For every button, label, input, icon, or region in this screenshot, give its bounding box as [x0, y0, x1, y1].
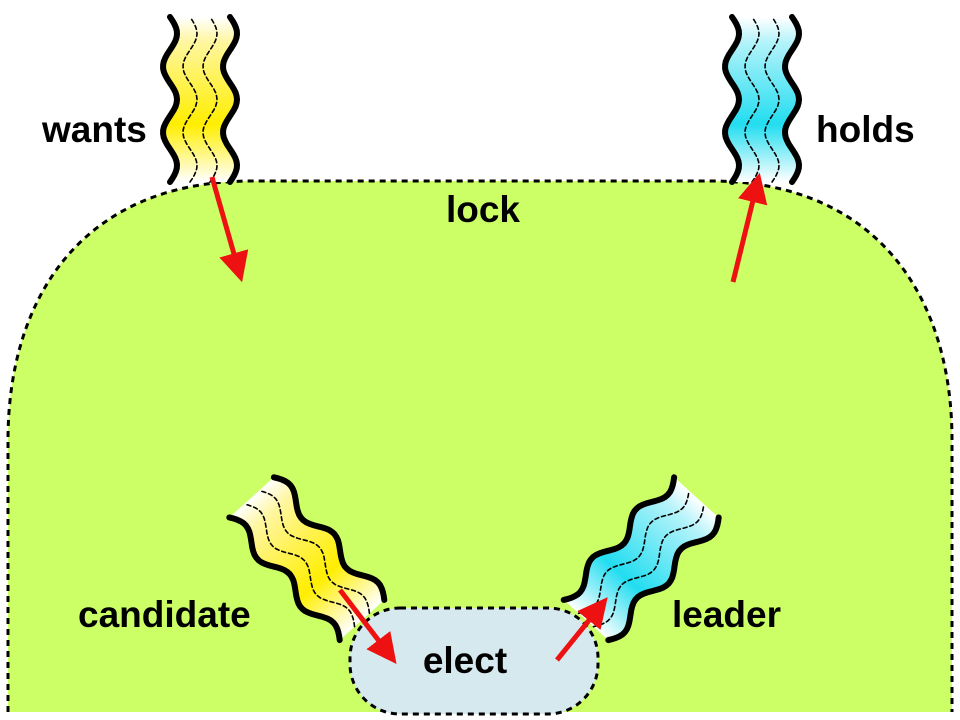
port-holds-left-wall — [722, 14, 743, 185]
port-wants-fill — [163, 17, 237, 182]
port-holds-inner-right — [764, 16, 780, 183]
candidate-label: candidate — [78, 594, 251, 635]
port-candidate-left-wall — [226, 514, 343, 644]
port-leader-inner-left — [577, 489, 690, 615]
lock-region — [6, 179, 954, 712]
port-leader-left-wall — [560, 474, 678, 603]
port-leader-inner-right — [592, 503, 705, 628]
port-candidate-right-wall — [270, 474, 388, 603]
port-wants-inner-left — [182, 16, 198, 183]
elect-region — [348, 606, 600, 716]
leader-label: leader — [672, 594, 781, 635]
port-wants-right-wall — [220, 14, 241, 185]
port-wants-left-wall — [160, 14, 181, 185]
candidate-arrow — [338, 588, 397, 664]
port-candidate-inner-left — [243, 503, 356, 628]
wants-label: wants — [41, 109, 147, 150]
port-candidate-inner-right — [258, 489, 371, 615]
lock-label: lock — [446, 189, 520, 230]
wants-port — [160, 14, 241, 185]
port-holds-right-wall — [782, 14, 803, 185]
holds-label: holds — [816, 109, 915, 150]
leader-arrow — [555, 597, 608, 662]
wants-arrow — [209, 176, 249, 283]
port-holds-fill — [725, 17, 799, 182]
holds-arrow — [730, 172, 768, 283]
elect-label: elect — [423, 640, 507, 681]
holds-port — [722, 14, 803, 185]
port-wants-inner-right — [202, 16, 218, 183]
port-leader-right-wall — [605, 514, 722, 644]
port-holds-inner-left — [744, 16, 760, 183]
